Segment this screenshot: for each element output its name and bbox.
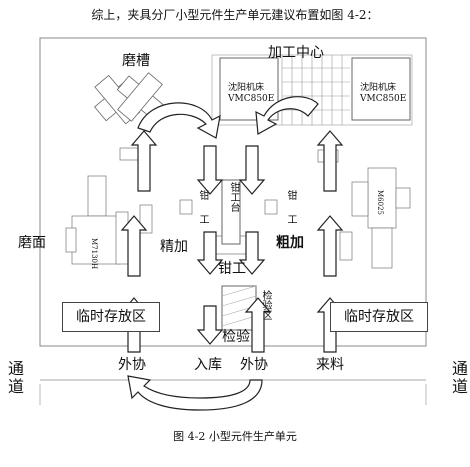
flow-incoming: 来料 <box>316 357 344 373</box>
grinder-right-model: M6025 <box>376 190 384 215</box>
aisle-right: 通道 <box>449 360 468 396</box>
vmc-right-label: 沈阳机床 <box>360 83 397 93</box>
area-grinding-face: 磨面 <box>18 235 46 251</box>
area-grinding-groove: 磨槽 <box>122 53 150 69</box>
bench-mid-a: 钳 <box>197 190 208 200</box>
area-fine-machining: 精加 <box>160 239 188 255</box>
workshop-boundary <box>39 37 427 347</box>
inspect-zone-label: 检验区 <box>260 290 271 320</box>
temp-storage-right: 临时存放区 <box>330 302 428 332</box>
down-arrows <box>196 145 266 345</box>
vmc-right-model: VMC850E <box>360 94 407 104</box>
flow-warehouse-in: 入库 <box>194 357 222 373</box>
bench-mid-b-right: 工 <box>285 214 296 224</box>
aisle-left: 通道 <box>5 360 24 396</box>
curved-arrows <box>127 96 319 411</box>
vmc-left-model: VMC850E <box>228 94 275 104</box>
area-machining-center: 加工中心 <box>268 45 324 61</box>
area-inspection: 检验 <box>222 329 250 345</box>
bench-mid-a-right: 钳 <box>285 190 296 200</box>
area-rough-machining: 粗加 <box>276 235 304 251</box>
machining-center-grid <box>211 54 413 126</box>
vmc-left-label: 沈阳机床 <box>228 83 265 93</box>
grinder-left-model: M7130H <box>90 238 98 270</box>
temp-storage-left: 临时存放区 <box>62 302 160 332</box>
bench-mid-b: 工 <box>197 214 208 224</box>
grinder-face-left <box>65 175 129 265</box>
bench-table-outline <box>221 179 241 245</box>
figure-caption: 图 4-2 小型元件生产单元 <box>173 430 297 443</box>
bench-table-label: 钳工台 <box>228 182 239 212</box>
flow-outsource-right: 外协 <box>240 357 268 373</box>
grinder-right <box>351 167 411 269</box>
area-fitter: 钳工 <box>218 261 246 277</box>
vmc-right-outline <box>351 57 411 121</box>
flow-outsource-left: 外协 <box>118 357 146 373</box>
intro-text: 综上，夹具分厂小型元件生产单元建议布置如图 4-2： <box>91 8 379 22</box>
